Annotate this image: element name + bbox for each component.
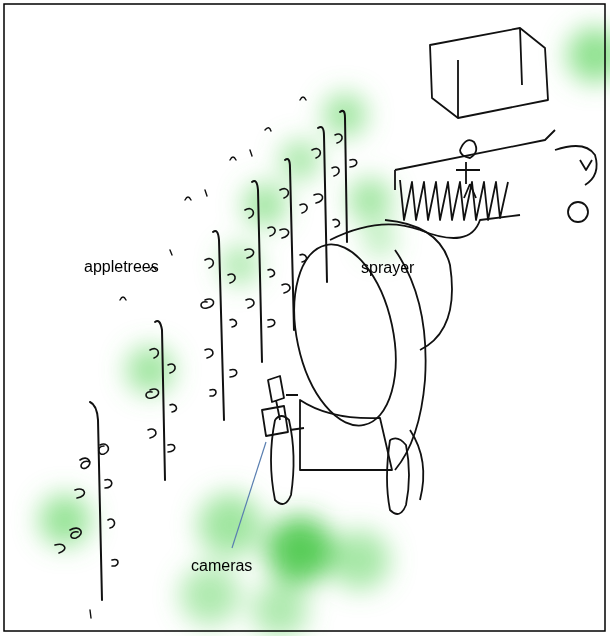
leader-line [232,442,266,548]
sprayer-label: sprayer [361,259,414,277]
tree-row-label: appletrees [84,258,159,276]
camera-label: cameras [191,557,252,575]
tractor-sprayer [262,28,597,514]
heat-blobs [39,27,610,636]
apple-trees [55,97,357,618]
frame-border [4,4,605,631]
